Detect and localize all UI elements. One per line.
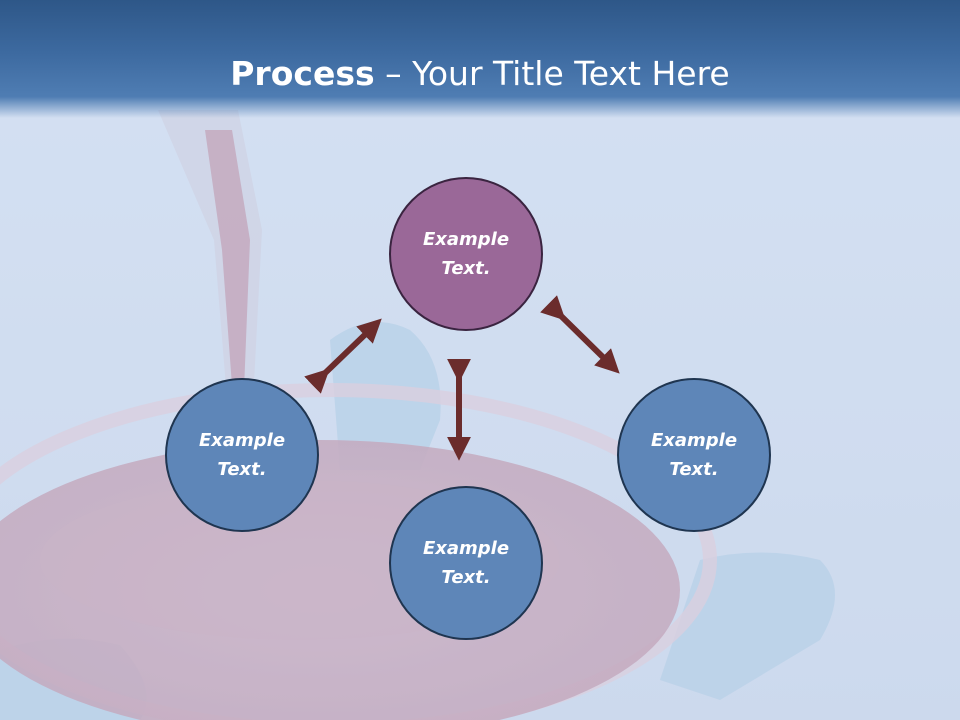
node-bottom-text: Example Text. — [422, 538, 510, 588]
slide-title: Process – Your Title Text Here — [0, 52, 960, 96]
node-top-text: Example Text. — [422, 229, 510, 279]
arrow-top-left — [304, 318, 382, 394]
title-bar — [0, 0, 960, 118]
arrow-top-right — [540, 295, 620, 374]
node-right-text: Example Text. — [650, 430, 738, 480]
process-node-right[interactable]: Example Text. — [617, 378, 771, 532]
process-node-bottom[interactable]: Example Text. — [389, 486, 543, 640]
process-node-top[interactable]: Example Text. — [389, 177, 543, 331]
node-left-text: Example Text. — [198, 430, 286, 480]
title-rest: – Your Title Text Here — [374, 54, 730, 93]
title-bold: Process — [230, 54, 375, 93]
process-node-left[interactable]: Example Text. — [165, 378, 319, 532]
